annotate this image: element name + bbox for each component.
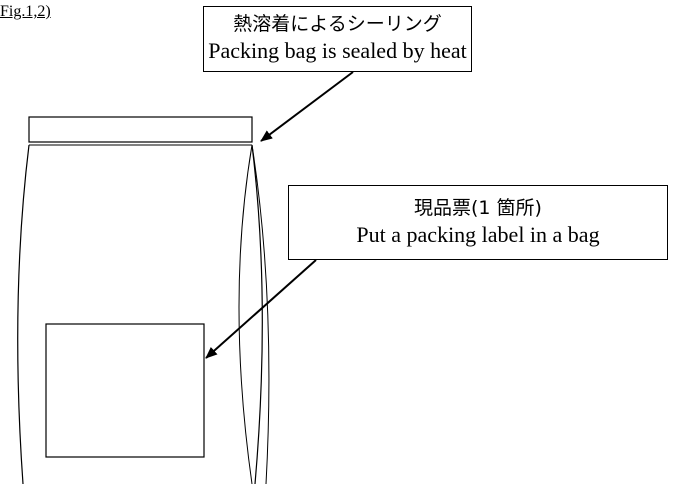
- packing-label: [45, 323, 205, 458]
- heat-seal-callout-ja: 熱溶着によるシーリング: [233, 13, 442, 36]
- heat-seal-callout-en: Packing bag is sealed by heat: [208, 38, 467, 64]
- label-pointer-arrow: [205, 259, 317, 359]
- packing-label-callout-en: Put a packing label in a bag: [356, 221, 600, 247]
- heat-seal-callout: 熱溶着によるシーリング Packing bag is sealed by hea…: [203, 6, 472, 72]
- packing-label-callout-ja: 現品票(1 箇所): [414, 196, 542, 219]
- figure-reference: Fig.1,2): [0, 3, 51, 20]
- seal-pointer-arrow: [260, 71, 354, 142]
- heat-seal-strip: [28, 116, 253, 146]
- bag-side-gusset: [238, 144, 270, 484]
- packing-label-callout: 現品票(1 箇所) Put a packing label in a bag: [288, 185, 668, 260]
